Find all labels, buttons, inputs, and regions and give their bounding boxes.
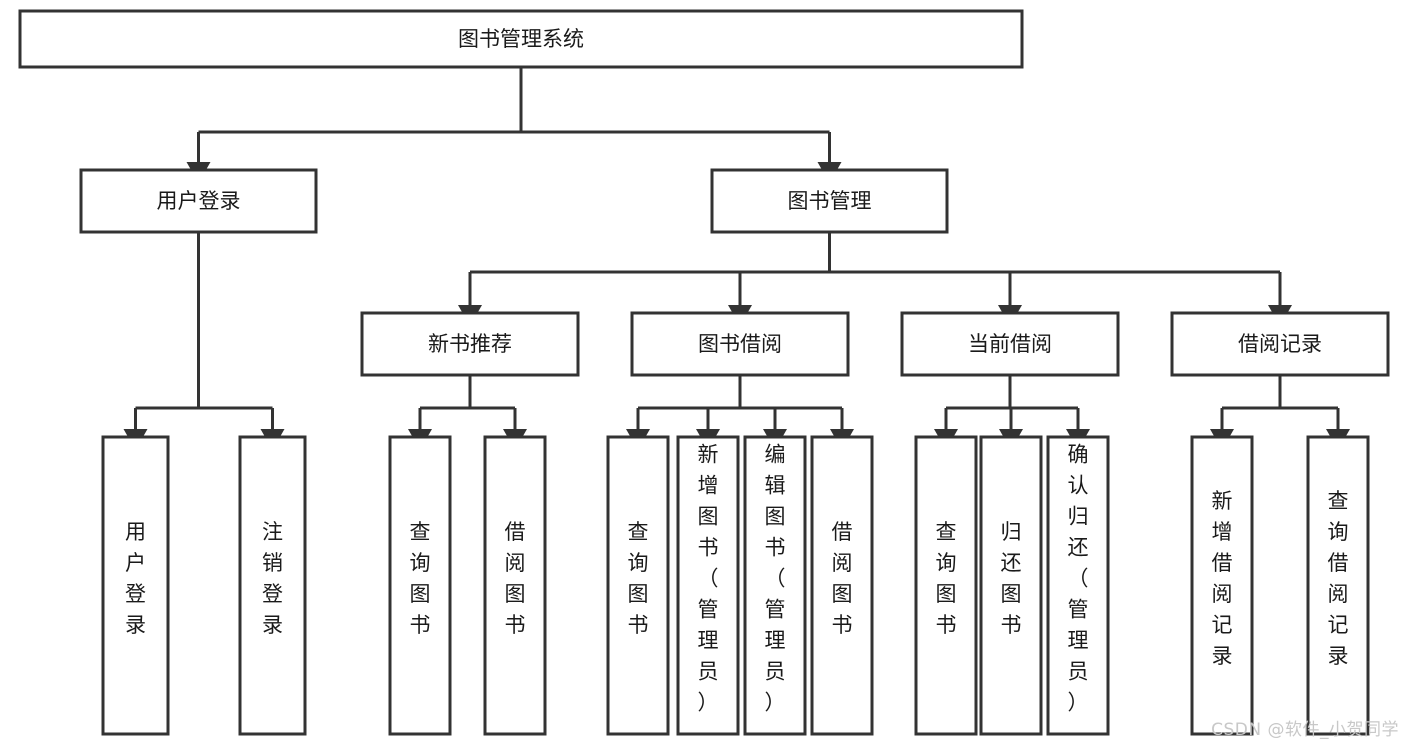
node-book-manage[interactable]: 图书管理 xyxy=(710,168,949,234)
node-book-borrow-box xyxy=(630,311,850,377)
leaf-node-label: 用户登录 xyxy=(125,520,146,637)
leaf-node-box xyxy=(1190,435,1254,736)
node-new-book-recommend[interactable]: 新书推荐 xyxy=(360,311,580,377)
leaf-node[interactable]: 查询图书 xyxy=(914,435,978,736)
leaf-node-box xyxy=(238,435,307,736)
leaf-node-label: 借阅图书 xyxy=(832,520,853,637)
leaf-node-box xyxy=(606,435,670,736)
leaf-node-box xyxy=(1306,435,1370,736)
node-current-borrow-label: 当前借阅 xyxy=(968,332,1052,356)
root-node[interactable]: 图书管理系统 xyxy=(18,9,1024,69)
leaf-node-label: 查询图书 xyxy=(936,520,957,637)
leaf-node-box xyxy=(914,435,978,736)
leaf-node-label: 新增借阅记录 xyxy=(1212,489,1233,668)
leaf-node-label: 查询图书 xyxy=(410,520,431,637)
node-user-login-box xyxy=(79,168,318,234)
leaf-node[interactable]: 注销登录 xyxy=(238,435,307,736)
leaf-node[interactable]: 新增图书（管理员） xyxy=(676,435,740,736)
leaf-node-box xyxy=(1046,435,1110,736)
leaf-node-label: 确认归还（管理员） xyxy=(1068,443,1089,715)
connector-edges xyxy=(123,67,1350,450)
watermark-text: CSDN @软件_小贺同学 xyxy=(1211,720,1399,740)
leaf-node-label: 归还图书 xyxy=(1001,520,1022,637)
node-new-book-recommend-box xyxy=(360,311,580,377)
node-book-manage-label: 图书管理 xyxy=(788,189,872,213)
leaf-node-box xyxy=(101,435,170,736)
leaf-node-label: 新增图书（管理员） xyxy=(698,443,719,715)
root-node-box xyxy=(18,9,1024,69)
leaf-node[interactable]: 归还图书 xyxy=(979,435,1043,736)
node-borrow-record[interactable]: 借阅记录 xyxy=(1170,311,1390,377)
leaf-node-box xyxy=(388,435,452,736)
node-user-login-label: 用户登录 xyxy=(157,189,241,213)
leaf-node-label: 查询图书 xyxy=(628,520,649,637)
leaf-node[interactable]: 编辑图书（管理员） xyxy=(743,435,807,736)
leaf-node-label: 查询借阅记录 xyxy=(1328,489,1349,668)
node-borrow-record-box xyxy=(1170,311,1390,377)
leaf-node[interactable]: 借阅图书 xyxy=(810,435,874,736)
leaf-node[interactable]: 借阅图书 xyxy=(483,435,547,736)
leaf-node[interactable]: 新增借阅记录 xyxy=(1190,435,1254,736)
node-boxes: 图书管理系统用户登录图书管理新书推荐图书借阅当前借阅借阅记录用户登录注销登录查询… xyxy=(18,9,1390,736)
node-book-borrow[interactable]: 图书借阅 xyxy=(630,311,850,377)
node-book-borrow-label: 图书借阅 xyxy=(698,332,782,356)
node-current-borrow-box xyxy=(900,311,1120,377)
leaf-node-box xyxy=(810,435,874,736)
leaf-node-box xyxy=(676,435,740,736)
node-book-manage-box xyxy=(710,168,949,234)
node-borrow-record-label: 借阅记录 xyxy=(1238,332,1322,356)
leaf-node[interactable]: 查询借阅记录 xyxy=(1306,435,1370,736)
node-new-book-recommend-label: 新书推荐 xyxy=(428,332,512,356)
leaf-node-label: 注销登录 xyxy=(262,520,283,637)
leaf-node[interactable]: 查询图书 xyxy=(606,435,670,736)
node-user-login[interactable]: 用户登录 xyxy=(79,168,318,234)
leaf-node[interactable]: 确认归还（管理员） xyxy=(1046,435,1110,736)
root-node-label: 图书管理系统 xyxy=(458,27,584,51)
leaf-node-box xyxy=(483,435,547,736)
leaf-node-box xyxy=(743,435,807,736)
node-current-borrow[interactable]: 当前借阅 xyxy=(900,311,1120,377)
leaf-node-label: 编辑图书（管理员） xyxy=(765,443,786,715)
leaf-node-box xyxy=(979,435,1043,736)
leaf-node[interactable]: 查询图书 xyxy=(388,435,452,736)
leaf-node[interactable]: 用户登录 xyxy=(101,435,170,736)
leaf-node-label: 借阅图书 xyxy=(505,520,526,637)
